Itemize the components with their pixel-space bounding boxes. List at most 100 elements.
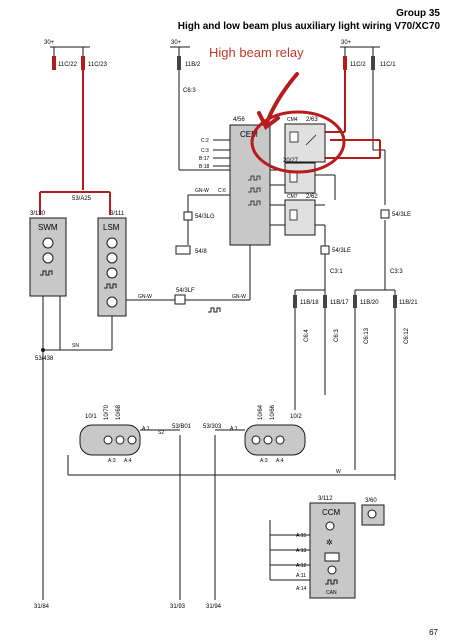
fuse-11b20 (353, 295, 357, 308)
wires-highlighted (39, 70, 381, 215)
label-c3-3: C3:3 (390, 269, 403, 275)
pin-c6: C:6 (218, 188, 226, 194)
label-10-1: 10/1 (85, 414, 97, 420)
label-31-94: 31/94 (206, 604, 222, 610)
lamp-bulb-icon (275, 435, 285, 445)
ccm2-sensor-icon (367, 509, 377, 519)
pin-a4: A:4 (124, 458, 132, 464)
swm-k-icon (42, 252, 54, 264)
label-10-64: 10/64 (258, 404, 264, 420)
swm-transistor-icon (42, 237, 54, 249)
label-11c1: 11C/1 (380, 62, 396, 68)
pin-a3: A:3 (108, 458, 116, 464)
label-2-63: 2/63 (306, 117, 318, 123)
wire-w: W (336, 469, 341, 475)
fuse-11c23 (81, 56, 85, 70)
pin-a1b: A:1 (230, 426, 238, 432)
lsm-fog-icon (106, 267, 118, 279)
pin-b17: B:17 (199, 156, 210, 162)
label-53-b01: 53/B01 (172, 424, 192, 430)
label-swm: SWM (38, 223, 58, 232)
ccm-sun-icon: ✲ (326, 538, 333, 547)
label-can: CAN (326, 590, 337, 596)
pin-a3b: A:3 (260, 458, 268, 464)
pin-a12: A:12 (296, 563, 307, 569)
relay-20-27 (284, 162, 316, 194)
lamp-bulb-icon (115, 435, 125, 445)
label-53-438: 53/438 (35, 356, 54, 362)
high-beam-relay (284, 123, 326, 163)
label-30b: 30+ (171, 40, 182, 46)
connector-54-3le (320, 245, 330, 255)
label-20-27: 20/27 (283, 158, 299, 164)
pin-c3: C:3 (201, 148, 209, 154)
lsm-lamp-icon (106, 237, 118, 249)
connector-54-3lf (174, 294, 186, 305)
fuse-block-mid (170, 46, 190, 70)
ccm-k-icon (327, 565, 337, 575)
label-lsm-id: 3/111 (110, 211, 125, 217)
label-31-84: 31/84 (34, 604, 50, 610)
fuse-row (293, 295, 397, 308)
pin-s2: S2 (158, 430, 164, 436)
label-30a: 30+ (44, 40, 55, 46)
ccm-fan-icon (325, 521, 335, 531)
label-cm7: CM7 (287, 194, 298, 200)
label-2-62: 2/62 (306, 194, 318, 200)
fuse-11c1 (371, 56, 375, 70)
label-53a25: 53/A25 (72, 196, 92, 202)
connector-54-3lg (183, 211, 193, 221)
headlamp-right (244, 424, 306, 456)
label-11c22: 11C/22 (58, 62, 78, 68)
lamp-bulb-icon (103, 435, 113, 445)
cem-label: CEM (240, 130, 258, 139)
wire-gnw-3: GN-W (195, 188, 209, 194)
lsm-k-icon (106, 296, 118, 308)
label-c6-3-top: C6:3 (183, 88, 196, 94)
junction-dot (41, 348, 45, 352)
label-31-93: 31/93 (170, 604, 186, 610)
label-30c: 30+ (341, 40, 352, 46)
label-lsm: LSM (103, 223, 120, 232)
wire-gnw-2: GN-W (232, 294, 246, 300)
label-11b2: 11B/2 (185, 62, 201, 68)
lamp-bulb-icon (127, 435, 137, 445)
label-10-66: 10/66 (270, 404, 276, 420)
label-11b18: 11B/18 (300, 300, 319, 306)
label-c6-12: C6:12 (404, 327, 410, 344)
label-53-303: 53/303 (203, 424, 222, 430)
high-beam-relay-annotation: High beam relay (209, 45, 304, 60)
fuse-11c22 (52, 56, 56, 70)
fuse-block-right (340, 46, 380, 70)
signal-icon-mid (208, 307, 221, 313)
low-beam-relay-coil-icon (289, 209, 298, 221)
pin-a11: A:11 (296, 573, 306, 579)
lsm-light-icon (106, 252, 118, 264)
label-10-68: 10/68 (116, 404, 122, 420)
relay-switch-icon (305, 134, 317, 146)
relay-coil-icon (289, 131, 299, 143)
label-54-3le-right: 54/3LE (392, 212, 411, 218)
label-ccm-id: 3/112 (318, 496, 333, 502)
cem-signal-icons (248, 175, 261, 206)
label-c3-1: C3:1 (330, 269, 343, 275)
annotation-arrow-icon (257, 72, 299, 131)
fuse-11b2 (177, 56, 181, 70)
cem-id-label: 4/56 (233, 117, 245, 123)
pin-a14: A:14 (296, 586, 307, 592)
lsm-module (97, 217, 127, 317)
pin-c2: C:2 (201, 138, 209, 144)
pin-a1: A:1 (142, 426, 150, 432)
connector-54-8 (175, 245, 191, 255)
pin-a4b: A:4 (276, 458, 284, 464)
label-10-70: 10/70 (104, 404, 110, 420)
cem-module (229, 124, 271, 246)
fuse-11b17 (323, 295, 327, 308)
label-11c23: 11C/23 (88, 62, 108, 68)
page-title: High and low beam plus auxiliary light w… (177, 21, 440, 32)
lamp-bulb-icon (251, 435, 261, 445)
fuse-11b18 (293, 295, 297, 308)
label-11b20: 11B/20 (360, 300, 379, 306)
page-number: 67 (429, 628, 438, 637)
